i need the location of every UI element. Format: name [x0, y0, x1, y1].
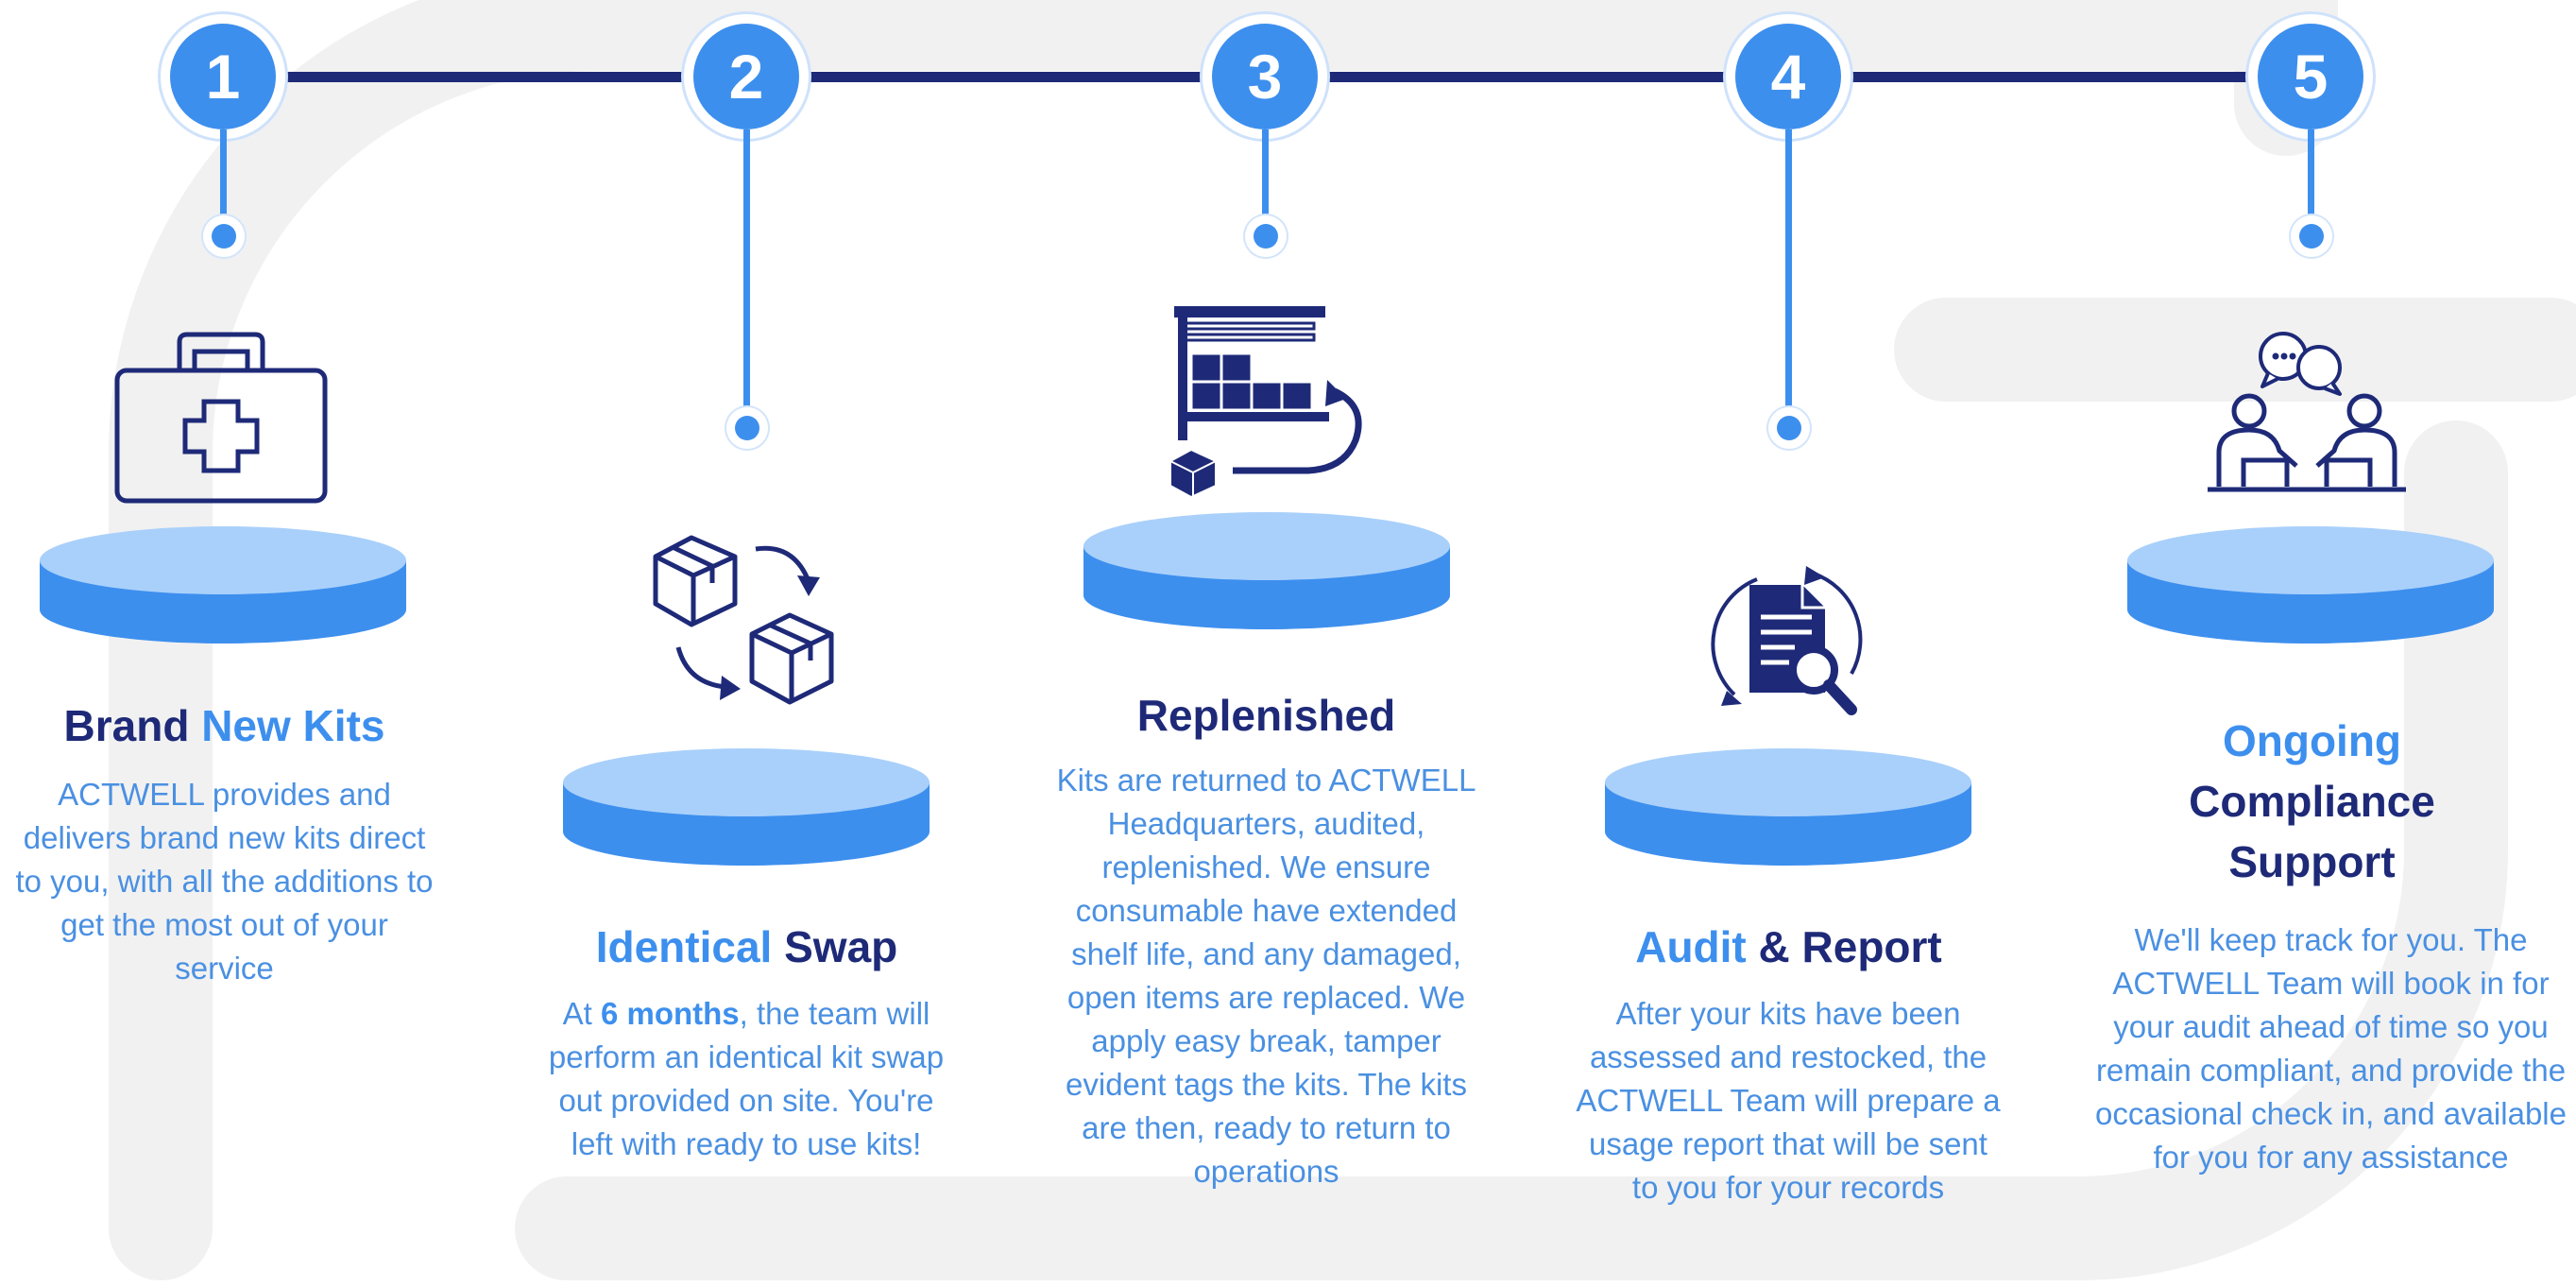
title-part-accent: New Kits — [201, 701, 385, 750]
step-platform — [563, 748, 930, 866]
step-connector-line — [2308, 129, 2314, 235]
step-title: Audit & Report — [1564, 917, 2013, 977]
step-connector-line — [1785, 129, 1792, 427]
step-title: Ongoing Compliance Support — [2088, 711, 2536, 892]
step-description: We'll keep track for you. The ACTWELL Te… — [2095, 922, 2567, 1175]
step-number-badge: 5 — [2258, 24, 2363, 129]
title-line: Support — [2228, 837, 2396, 886]
first-aid-kit-icon — [114, 332, 328, 504]
step-marker-dot — [212, 224, 236, 249]
step-marker-dot — [1777, 416, 1801, 440]
step-title: Replenished — [1136, 691, 1396, 740]
box-swap-icon — [653, 535, 834, 705]
step-marker-dot — [735, 416, 759, 440]
step-number-badge: 4 — [1735, 24, 1841, 129]
step-platform — [40, 526, 406, 644]
step-platform — [2127, 526, 2494, 644]
description-text: , the team will perform an identical kit… — [548, 996, 945, 1161]
title-part-dark: Swap — [784, 922, 898, 971]
step-description: After your kits have been assessed and r… — [1576, 996, 2001, 1205]
description-text: At — [562, 996, 592, 1031]
step-connector-line — [743, 129, 750, 427]
step-marker-dot — [1254, 224, 1278, 249]
step-platform — [1605, 748, 1971, 866]
step-connector-line — [1262, 129, 1269, 235]
step-platform — [1083, 512, 1450, 629]
step-description: At 6 months, the team will perform an id… — [534, 992, 959, 1166]
step-connector-line — [220, 129, 227, 235]
step-number-badge: 3 — [1212, 24, 1318, 129]
step-number-badge: 1 — [170, 24, 276, 129]
step-description: Kits are returned to ACTWELL Headquarter… — [1056, 763, 1476, 1189]
title-line-accent: Ongoing — [2222, 716, 2402, 765]
step-description: ACTWELL provides and delivers brand new … — [15, 777, 434, 986]
document-audit-icon — [1711, 566, 1863, 715]
consultation-icon — [2208, 332, 2406, 492]
description-highlight: 6 months — [600, 996, 740, 1031]
title-part-dark: & Report — [1758, 922, 1942, 971]
step-title: Identical Swap — [522, 917, 971, 977]
title-part-accent: Identical — [595, 922, 773, 971]
title-line: Compliance — [2189, 777, 2435, 826]
title-part-dark: Brand — [63, 701, 190, 750]
step-title: Brand New Kits — [0, 695, 449, 756]
step-number-badge: 2 — [693, 24, 799, 129]
warehouse-restock-icon — [1169, 306, 1362, 499]
title-part-accent: Audit — [1635, 922, 1747, 971]
step-marker-dot — [2299, 224, 2324, 249]
